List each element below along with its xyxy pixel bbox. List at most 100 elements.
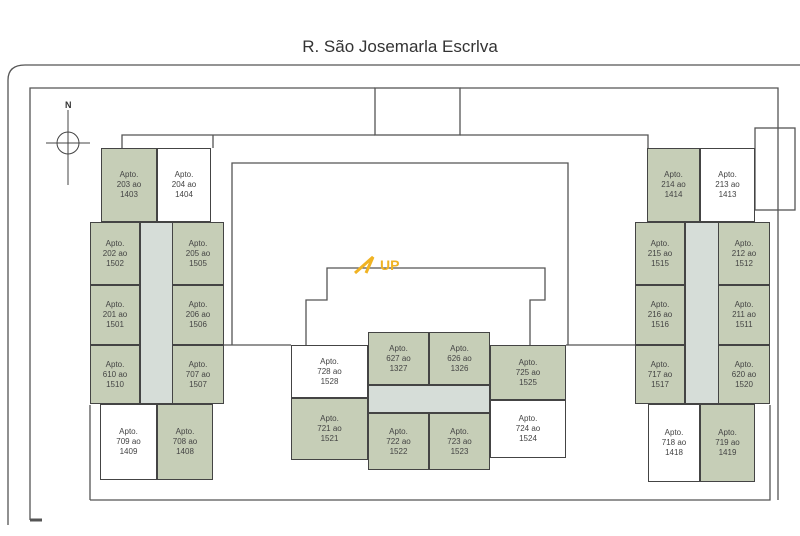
unit-label: 718 ao (661, 438, 687, 447)
unit-label: 206 ao (185, 310, 211, 319)
unit-label: 211 ao (732, 310, 756, 319)
unit-label: Apto. (320, 356, 339, 366)
unit-label: 215 ao (647, 248, 673, 258)
unit-label: 708 ao (172, 437, 198, 446)
unit-label: 1528 (320, 376, 339, 386)
unit-label: 1510 (106, 379, 124, 389)
unit-label: Apto. (650, 300, 670, 309)
unit-label: 725 ao (515, 367, 541, 377)
unit-label: 1511 (735, 320, 753, 329)
unit-label: Apto. (389, 343, 408, 353)
unit-label: 1419 (718, 448, 737, 457)
unit-label: Apto. (105, 359, 125, 369)
unit-label: Apto. (188, 238, 208, 248)
unit-label: 1517 (651, 379, 669, 389)
unit-label: Apto. (105, 300, 125, 309)
unit-label: 1525 (519, 377, 537, 387)
unit-label: 722 ao (386, 436, 411, 446)
watermark-logo: UP (352, 255, 399, 275)
unit-label: 1501 (106, 320, 124, 329)
unit-label: 1520 (735, 379, 753, 389)
unit-label: 202 ao (102, 248, 128, 258)
unit-label: 1515 (651, 258, 669, 268)
unit-label: Apto. (650, 359, 670, 369)
unit-label: 719 ao (715, 438, 740, 447)
unit-label: 1524 (519, 434, 537, 443)
logo-arrow-icon (354, 255, 375, 275)
unit-label: 1418 (665, 448, 683, 457)
unit-label: 1326 (450, 363, 469, 373)
unit-label: 213 ao (715, 180, 740, 189)
street-label: R. São Josemarla Escrlva (302, 37, 498, 56)
unit-label: 1327 (389, 363, 408, 373)
unit-label: 1413 (718, 190, 737, 199)
compass-label: N (65, 100, 72, 110)
unit-label: Apto. (718, 170, 737, 179)
unit-label: 707 ao (185, 369, 211, 379)
unit-label: Apto. (734, 359, 754, 369)
unit-label: 724 ao (515, 424, 541, 433)
unit-label: Apto. (320, 414, 339, 423)
unit-label: Apto. (119, 170, 139, 179)
unit-label: 627 ao (386, 353, 411, 363)
unit-label: 203 ao (116, 180, 142, 189)
corridor-center (368, 385, 490, 413)
unit-label: 216 ao (647, 310, 673, 319)
unit-label: 1523 (450, 446, 469, 456)
unit-label: 626 ao (447, 353, 472, 363)
unit-label: 212 ao (731, 248, 757, 258)
unit-label: 1502 (106, 258, 124, 268)
unit-label: Apto. (518, 414, 538, 423)
unit-label: 723 ao (447, 436, 472, 446)
unit-label: Apto. (518, 357, 538, 367)
unit-label: Apto. (105, 238, 125, 248)
unit-label: Apto. (188, 300, 208, 309)
unit-label: 1409 (119, 447, 138, 456)
logo-text: UP (380, 257, 400, 273)
unit-label: 1521 (320, 434, 339, 443)
unit-label: Apto. (188, 359, 208, 369)
unit-label: 1414 (664, 190, 683, 199)
compass-icon (46, 110, 90, 185)
unit-label: Apto. (450, 426, 469, 436)
unit-label: Apto. (175, 427, 195, 436)
unit-label: Apto. (734, 300, 754, 309)
unit-label: 610 ao (102, 369, 128, 379)
unit-label: Apto. (389, 426, 408, 436)
unit-label: 1408 (176, 447, 194, 456)
unit-label: Apto. (664, 170, 683, 179)
unit-label: 1512 (735, 258, 753, 268)
unit-label: 1404 (175, 190, 193, 199)
unit-label: 201 ao (102, 310, 128, 319)
unit-label: 721 ao (317, 424, 342, 433)
corridor-left (140, 222, 173, 404)
corridor-right (685, 222, 719, 404)
unit-label: 620 ao (731, 369, 757, 379)
unit-label: 1507 (189, 379, 207, 389)
unit-label: Apto. (174, 170, 194, 179)
unit-label: 709 ao (116, 437, 141, 446)
